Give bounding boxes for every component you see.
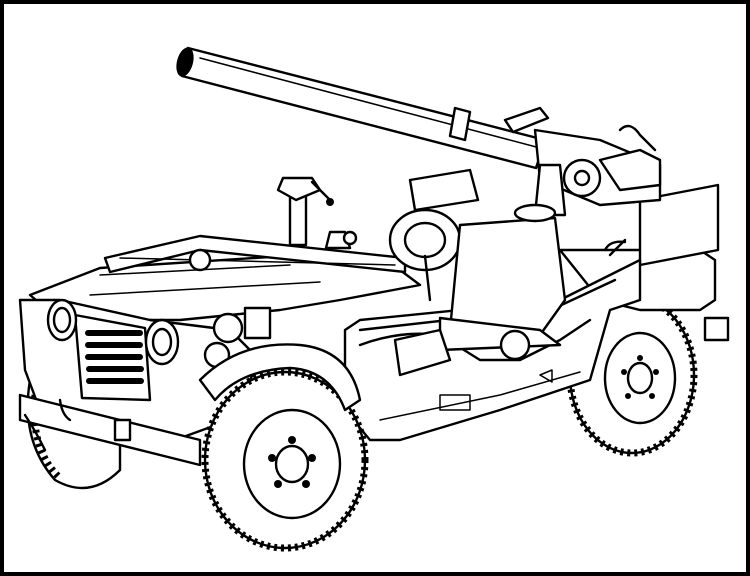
- front-bumper: [18, 393, 202, 467]
- shift-lever-box: [393, 328, 452, 377]
- rear-seat-back: [638, 183, 720, 267]
- blackout-light: [212, 312, 244, 344]
- windshield-frame: [103, 234, 407, 274]
- breech-wheel: [562, 158, 602, 198]
- vehicle-body: [18, 253, 642, 467]
- mirror: [188, 248, 212, 272]
- rear-seat-frame: [408, 168, 480, 212]
- driver-seat: [393, 216, 567, 377]
- barrel-muzzle: [176, 47, 194, 77]
- steering-wheel: [388, 168, 480, 302]
- rifle-pedestal: [533, 163, 567, 217]
- left-headlight: [46, 298, 78, 342]
- recoilless-rifle: [176, 46, 662, 223]
- front-wheel: [201, 368, 369, 552]
- right-headlight: [144, 318, 180, 366]
- tail-light: [703, 316, 730, 342]
- front-wheel-fender: [198, 343, 362, 412]
- gun-mount-post: [276, 176, 358, 250]
- rifle-barrel: [180, 46, 547, 170]
